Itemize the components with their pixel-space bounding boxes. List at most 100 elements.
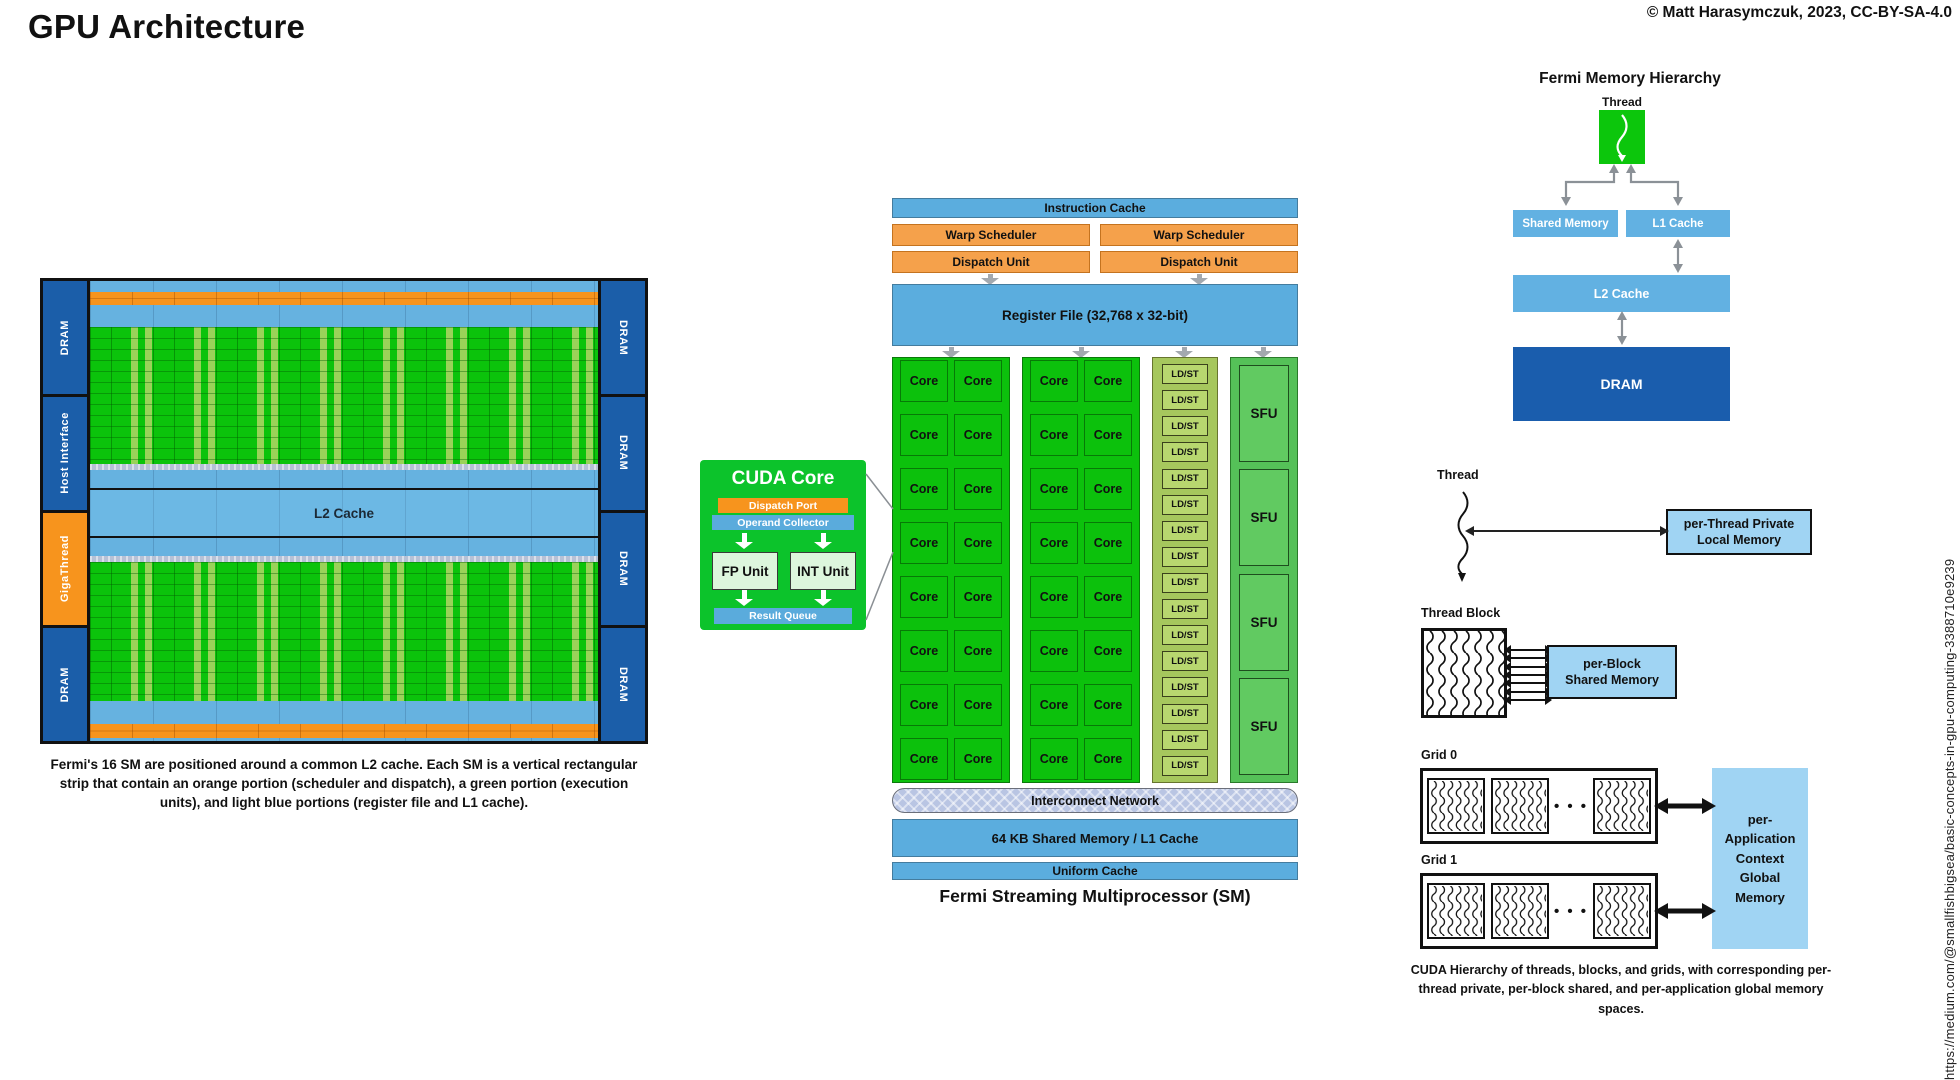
die-label-dram-left-top: DRAM [43, 281, 87, 394]
thread-block-mini [1593, 778, 1651, 834]
thread-block-label: Thread Block [1421, 606, 1501, 620]
l2-cache-box: L2 Cache [1513, 275, 1730, 312]
ldst-cell: LD/ST [1162, 494, 1208, 515]
core-cell: Core [954, 414, 1002, 456]
per-thread-memory-box: per-Thread Private Local Memory [1666, 509, 1812, 555]
core-cell: Core [954, 684, 1002, 726]
result-queue-bar: Result Queue [714, 608, 852, 624]
source-url: https://medium.com/@smallfishbigsea/basi… [1942, 558, 1957, 1080]
thread-block-mini [1427, 778, 1485, 834]
ellipsis: • • • [1553, 902, 1589, 920]
core-cell: Core [900, 738, 948, 780]
warp-scheduler-left: Warp Scheduler [892, 224, 1090, 246]
down-arrow-icon [942, 347, 960, 358]
die-band [90, 738, 598, 741]
sfu-cell: SFU [1239, 677, 1289, 775]
core-cell: Core [954, 522, 1002, 564]
die-label-dram-right-1: DRAM [601, 281, 645, 394]
die-caption: Fermi's 16 SM are positioned around a co… [50, 757, 638, 811]
die-band [90, 538, 598, 556]
shared-memory-l1-bar: 64 KB Shared Memory / L1 Cache [892, 819, 1298, 857]
dram-box: DRAM [1513, 347, 1730, 421]
per-block-memory-box: per-Block Shared Memory [1547, 645, 1677, 699]
ldst-cell: LD/ST [1162, 755, 1208, 776]
core-cell: Core [900, 630, 948, 672]
down-arrow-icon [814, 533, 832, 549]
thread-box [1599, 110, 1645, 164]
ldst-cell: LD/ST [1162, 572, 1208, 593]
core-cell: Core [1084, 684, 1132, 726]
dispatch-port-bar: Dispatch Port [718, 498, 848, 513]
die-label-dram-right-2: DRAM [601, 396, 645, 510]
instruction-cache-bar: Instruction Cache [892, 198, 1298, 218]
grid0-label: Grid 0 [1421, 748, 1458, 762]
thread-block-squiggles [1424, 631, 1504, 715]
thread-label: Thread [1601, 95, 1642, 109]
die-band-sm-bottom [90, 562, 598, 701]
fp-unit-box: FP Unit [712, 552, 778, 590]
thread-block-mini [1491, 883, 1549, 939]
cuda-core-title: CUDA Core [731, 468, 835, 489]
sfu-cell: SFU [1239, 573, 1289, 671]
core-cell: Core [954, 738, 1002, 780]
cuda-core-box: CUDA Core Dispatch Port Operand Collecto… [700, 460, 866, 630]
die-band-sm-top [90, 327, 598, 464]
sm-title: Fermi Streaming Multiprocessor (SM) [939, 886, 1251, 906]
die-right-labels: DRAM DRAM DRAM DRAM [601, 281, 645, 741]
thread-squiggle-icon [1616, 114, 1628, 162]
memory-hierarchy-title: Fermi Memory Hierarchy [1539, 70, 1721, 87]
die-band [90, 556, 598, 562]
cuda-thread-label: Thread [1437, 468, 1479, 482]
core-cell: Core [1030, 630, 1078, 672]
die-band [90, 281, 598, 292]
ldst-cell: LD/ST [1162, 651, 1208, 672]
interconnect-network-bar: Interconnect Network [892, 788, 1298, 813]
core-cell: Core [1084, 414, 1132, 456]
sfu-cell: SFU [1239, 469, 1289, 567]
down-arrow-icon [981, 274, 999, 285]
die-label-dram-right-3: DRAM [601, 512, 645, 626]
double-arrow-icon [1504, 669, 1552, 680]
dispatch-unit-left: Dispatch Unit [892, 251, 1090, 273]
thread-block-mini [1427, 883, 1485, 939]
core-cell: Core [900, 360, 948, 402]
core-cell: Core [900, 684, 948, 726]
double-arrow-icon [1504, 645, 1552, 655]
ldst-cell: LD/ST [1162, 442, 1208, 463]
core-cell: Core [954, 360, 1002, 402]
ldst-cell: LD/ST [1162, 520, 1208, 541]
die-label-gigathread: GigaThread [43, 512, 87, 626]
ldst-cell: LD/ST [1162, 546, 1208, 567]
die-label-dram-left-bottom: DRAM [43, 628, 87, 741]
double-arrow-icon [1504, 678, 1552, 689]
core-cell: Core [1030, 738, 1078, 780]
core-cell: Core [1084, 630, 1132, 672]
grid1-label: Grid 1 [1421, 853, 1458, 867]
core-cell: Core [900, 576, 948, 618]
down-arrow-icon [1072, 347, 1090, 358]
ellipsis: • • • [1553, 797, 1589, 815]
core-cell: Core [954, 468, 1002, 510]
core-cell: Core [954, 576, 1002, 618]
grid1-box: • • • [1420, 873, 1658, 949]
l1-cache-box: L1 Cache [1626, 210, 1730, 237]
global-memory-box: per- Application Context Global Memory [1712, 768, 1808, 949]
down-arrow-icon [1175, 347, 1193, 358]
core-cell: Core [1030, 522, 1078, 564]
cuda-hierarchy-caption: CUDA Hierarchy of threads, blocks, and g… [1410, 963, 1832, 1016]
core-cell: Core [1084, 738, 1132, 780]
shared-memory-box: Shared Memory [1513, 210, 1618, 237]
down-arrow-icon [735, 590, 753, 606]
core-cell: Core [1030, 468, 1078, 510]
grid0-box: • • • [1420, 768, 1658, 844]
page-title: GPU Architecture [28, 8, 306, 45]
register-file-bar: Register File (32,768 x 32-bit) [892, 284, 1298, 346]
core-cell: Core [1030, 414, 1078, 456]
ldst-cell: LD/ST [1162, 677, 1208, 698]
core-cell: Core [900, 522, 948, 564]
down-arrow-icon [1190, 274, 1208, 285]
